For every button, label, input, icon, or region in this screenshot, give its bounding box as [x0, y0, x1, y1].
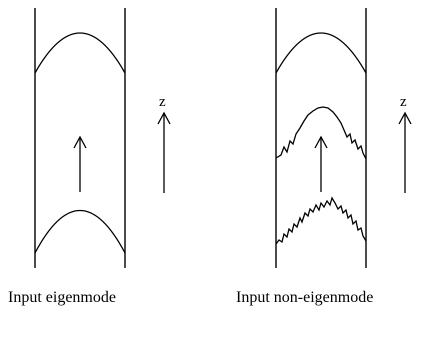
right-bottom-mode-profile	[275, 196, 367, 245]
right-top-mode-profile	[275, 32, 367, 74]
non-eigenmode-panel: z Input non-eigenmode	[236, 8, 412, 306]
right-z-axis-arrow	[398, 111, 412, 193]
right-propagation-arrow	[314, 135, 328, 192]
left-top-mode-profile	[34, 32, 126, 74]
left-caption: Input eigenmode	[8, 289, 116, 306]
left-z-axis-arrow	[157, 111, 171, 193]
eigenmode-panel: z Input eigenmode	[8, 8, 171, 306]
right-middle-mode-profile	[275, 106, 367, 160]
right-caption: Input non-eigenmode	[236, 289, 373, 306]
left-z-axis-label: z	[159, 94, 166, 110]
left-propagation-arrow	[73, 135, 87, 192]
right-z-axis-label: z	[400, 94, 407, 110]
left-bottom-mode-profile	[34, 210, 126, 254]
